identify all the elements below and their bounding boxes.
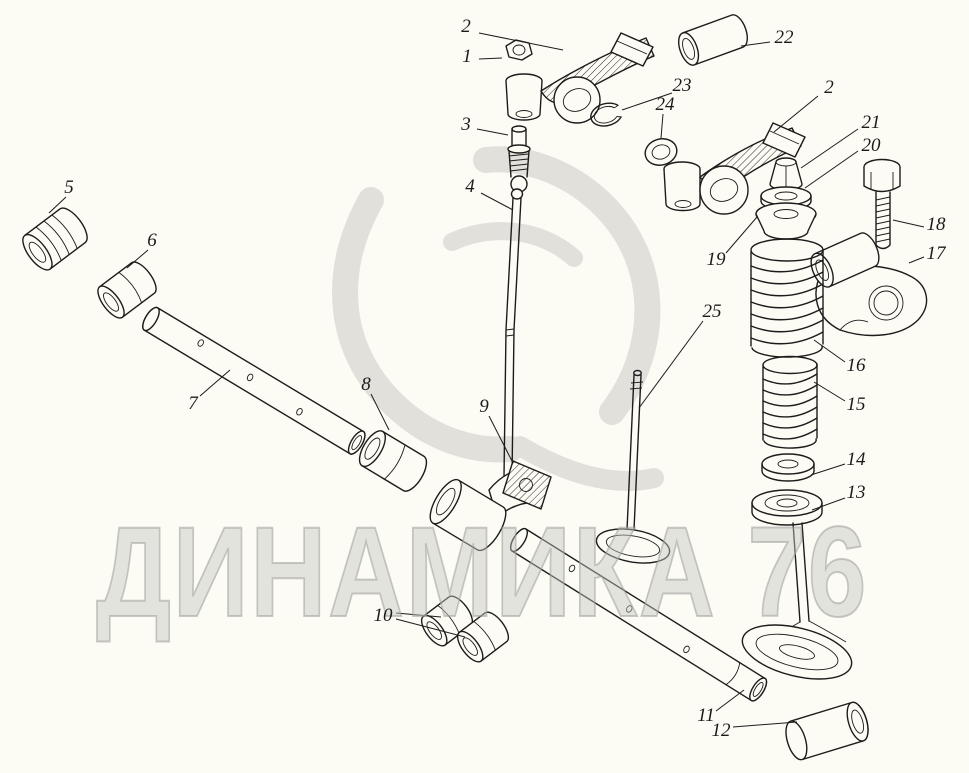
part-rocker-shaft-7 xyxy=(142,306,366,455)
part-bushing-5 xyxy=(22,207,88,271)
part-valve-collets-21 xyxy=(769,157,803,191)
parts-drawing xyxy=(22,14,928,761)
callout-14: 14 xyxy=(846,449,866,470)
leader-line-18 xyxy=(892,219,925,228)
part-spring-cap-19 xyxy=(755,202,817,240)
leader-line-17 xyxy=(908,256,925,264)
leader-line-15 xyxy=(813,381,846,402)
callout-2: 2 xyxy=(461,16,471,37)
part-adjusting-screw-3 xyxy=(507,125,531,193)
callout-20: 20 xyxy=(861,135,881,156)
leader-line-3 xyxy=(476,128,509,136)
part-bolt-18 xyxy=(863,158,901,250)
callout-7: 7 xyxy=(188,393,198,414)
callout-16: 16 xyxy=(846,355,866,376)
leader-line-11 xyxy=(715,689,745,712)
callout-5: 5 xyxy=(64,177,74,198)
watermark-text: ДИНАМИКА 76 xyxy=(96,501,868,644)
part-valve-25 xyxy=(595,369,671,564)
part-bushings-10 xyxy=(420,595,510,663)
leader-line-5 xyxy=(48,196,67,214)
leader-line-10 xyxy=(395,618,466,638)
leader-line-8 xyxy=(370,393,390,431)
part-valve-spring-16 xyxy=(750,238,824,358)
leader-line-24 xyxy=(660,113,664,139)
callout-25: 25 xyxy=(702,301,722,322)
callout-15: 15 xyxy=(846,394,866,415)
part-spring-seat-14 xyxy=(761,453,815,482)
leader-line-2 xyxy=(773,95,819,133)
leader-line-25 xyxy=(638,320,704,409)
swirl-watermark-icon xyxy=(332,146,664,491)
part-valve-spring-15 xyxy=(762,355,818,449)
leader-line-2 xyxy=(478,32,564,51)
part-pushrod-4 xyxy=(503,188,524,481)
part-bushing-8 xyxy=(358,430,428,492)
leader-line-10 xyxy=(395,612,442,618)
callout-24: 24 xyxy=(655,94,675,115)
callout-11: 11 xyxy=(697,705,715,726)
leader-line-16 xyxy=(813,339,846,363)
callout-22: 22 xyxy=(774,27,794,48)
callout-4: 4 xyxy=(465,176,475,197)
part-rocker-arm-9 xyxy=(429,460,552,552)
leader-line-6 xyxy=(126,249,149,269)
leader-line-12 xyxy=(732,721,798,728)
callout-13: 13 xyxy=(846,482,866,503)
leader-line-21 xyxy=(800,128,859,169)
leader-line-7 xyxy=(199,369,231,397)
leader-line-4 xyxy=(480,192,514,211)
callout-12: 12 xyxy=(711,720,731,741)
leader-line-19 xyxy=(725,216,758,254)
leader-line-1 xyxy=(478,57,503,60)
part-rocker-support-17 xyxy=(810,232,928,337)
part-rocker-arm-right xyxy=(663,122,806,215)
callout-6: 6 xyxy=(147,230,157,251)
part-rocker-shaft-lower xyxy=(509,527,768,702)
part-spring-plate-20 xyxy=(760,186,812,211)
part-bushing-12 xyxy=(785,701,869,761)
callout-9: 9 xyxy=(479,396,489,417)
leader-line-23 xyxy=(621,92,673,111)
callout-19: 19 xyxy=(706,249,726,270)
callout-3: 3 xyxy=(461,114,471,135)
leader-line-20 xyxy=(804,150,859,189)
part-snap-ring-23 xyxy=(590,102,622,127)
callout-10: 10 xyxy=(373,605,393,626)
callout-23: 23 xyxy=(672,75,692,96)
part-bushing-22 xyxy=(677,14,749,66)
callout-8: 8 xyxy=(361,374,371,395)
leader-line-14 xyxy=(810,463,846,476)
part-spring-retainer-13 xyxy=(751,489,823,526)
callout-2: 2 xyxy=(824,77,834,98)
callout-17: 17 xyxy=(926,243,946,264)
part-rocker-arm-upper xyxy=(505,32,655,124)
leader-line-13 xyxy=(811,497,846,511)
leader-line-22 xyxy=(740,41,771,47)
callout-21: 21 xyxy=(861,112,881,133)
callout-1: 1 xyxy=(462,46,472,67)
leader-line-9 xyxy=(488,415,513,462)
part-washer-24 xyxy=(644,138,678,166)
callout-18: 18 xyxy=(926,214,946,235)
part-valve-right xyxy=(741,522,853,680)
leader-lines xyxy=(48,32,925,728)
